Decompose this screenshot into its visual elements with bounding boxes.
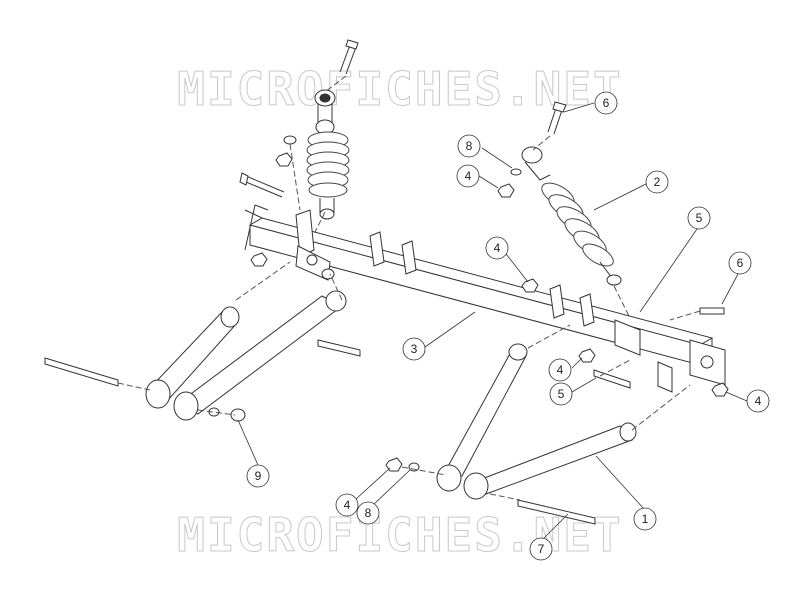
callout-c-3: 3 [402, 337, 426, 361]
callout-c-2: 2 [645, 170, 669, 194]
washer-upper-left [283, 135, 297, 145]
cross-beam [244, 204, 726, 393]
left-a-arm [145, 290, 347, 421]
nut-4-beam [521, 278, 539, 293]
callout-c-1: 1 [633, 507, 657, 531]
callout-4-upper-text: 4 [465, 169, 472, 183]
callout-labels: 6 8 4 2 5 4 6 [237, 91, 770, 561]
bolt-mid-left [239, 172, 285, 198]
callout-c-6a: 6 [594, 91, 618, 115]
callout-1-text: 1 [642, 512, 649, 526]
pin-5-left [317, 339, 361, 357]
nut-left-beam [250, 252, 335, 280]
washer-8-upper [510, 168, 522, 176]
right-a-arm [436, 343, 637, 500]
callout-8-lower-text: 8 [365, 506, 372, 520]
callout-c-4a: 4 [456, 164, 480, 188]
callout-5-mid-text: 5 [558, 387, 565, 401]
nut-upper-left [275, 152, 293, 167]
bolt-upper-right [547, 101, 567, 135]
callout-c-4e: 4 [335, 493, 359, 517]
bolt-upper-left [339, 39, 359, 75]
callout-c-4b: 4 [485, 236, 509, 260]
callout-c-4c: 4 [548, 358, 572, 382]
washer-8-lower [408, 462, 420, 472]
bolt-right-end [699, 307, 725, 315]
callout-8-upper-text: 8 [466, 139, 473, 153]
callout-4-right-text: 4 [755, 394, 762, 408]
callout-c-8a: 8 [457, 134, 481, 158]
callout-c-7: 7 [529, 537, 553, 561]
callout-7-text: 7 [538, 542, 545, 556]
callout-2-text: 2 [654, 175, 661, 189]
callout-6-upper-text: 6 [603, 96, 610, 110]
callout-c-4d: 4 [746, 389, 770, 413]
callout-9-text: 9 [255, 469, 262, 483]
nut-4-mid [578, 348, 596, 363]
callout-c-8b: 8 [356, 501, 380, 525]
nut-4-upper [497, 183, 515, 198]
callout-c-6b: 6 [728, 251, 752, 275]
callout-4-mid-text: 4 [557, 363, 564, 377]
callout-6-right-text: 6 [737, 256, 744, 270]
pin-5-mid [593, 369, 631, 389]
nut-4-right [711, 382, 729, 397]
left-shock-absorber [306, 89, 350, 220]
nut-4-lower [385, 457, 403, 472]
callout-4-beam-text: 4 [494, 241, 501, 255]
right-shock-absorber [521, 146, 622, 286]
callout-3-text: 3 [411, 342, 418, 356]
assembly-guide-lines [117, 75, 701, 501]
washer-9 [208, 407, 220, 417]
callout-5-upper-text: 5 [696, 211, 703, 225]
shaft-7 [517, 499, 596, 525]
callout-c-5a: 5 [687, 206, 711, 230]
bushing-left [230, 408, 246, 422]
callout-c-9: 9 [246, 464, 270, 488]
long-shaft-left [44, 357, 119, 387]
callout-4-lower-text: 4 [344, 498, 351, 512]
callout-c-5b: 5 [549, 382, 573, 406]
